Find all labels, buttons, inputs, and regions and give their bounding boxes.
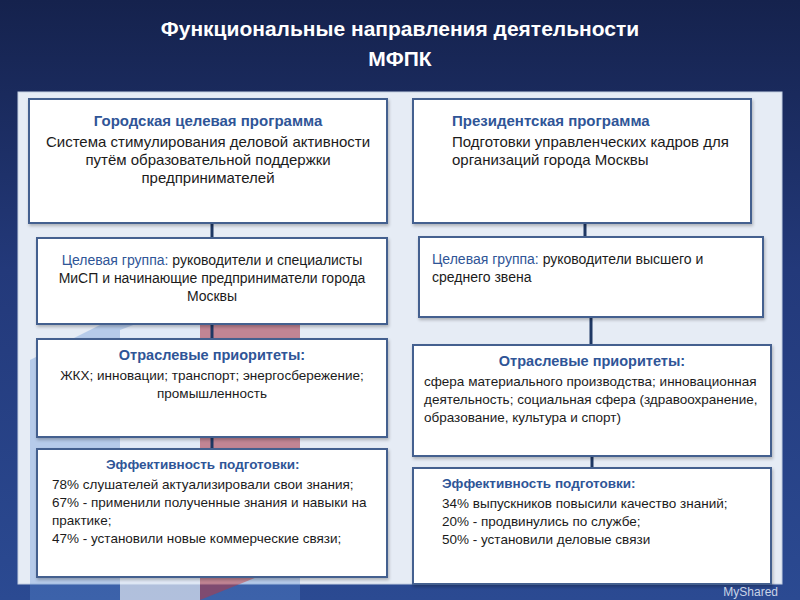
- text-box: Целевая группа: руководители высшего и с…: [418, 236, 764, 318]
- box-body: ЖКХ; инновации; транспорт; энергосбереже…: [48, 367, 376, 403]
- box-body: 67% - применили полученные знания и навы…: [48, 494, 376, 530]
- box-body: 34% выпускников повысили качество знаний…: [424, 495, 760, 513]
- connector-line: [591, 457, 594, 467]
- box-body: 78% слушателей актуализировали свои знан…: [48, 476, 376, 494]
- watermark: MyShared: [723, 585, 778, 600]
- box-heading: Городская целевая программа: [40, 112, 376, 130]
- connector-line: [211, 438, 214, 448]
- box-body: сфера материального производства; иннова…: [424, 373, 760, 427]
- connector-line: [584, 224, 587, 236]
- box-body: Система стимулирования деловой активност…: [40, 133, 376, 187]
- box-body: 20% - продвинулись по службе;: [424, 513, 760, 531]
- box-heading: Президентская программа: [424, 112, 740, 130]
- content-panel: [18, 92, 782, 584]
- box-heading: Целевая группа:: [62, 252, 169, 268]
- text-box: Эффективность подготовки: 34% выпускников…: [412, 467, 772, 585]
- text-box: Отраслевые приоритеты: сфера материальног…: [412, 344, 772, 457]
- connector-line: [211, 325, 214, 338]
- box-heading: Отраслевые приоритеты:: [424, 352, 760, 370]
- text-box: Эффективность подготовки: 78% слушателей …: [36, 448, 388, 578]
- diagram-title: Функциональные направления деятельности …: [130, 14, 670, 74]
- text-box: Городская целевая программаСистема стиму…: [28, 98, 388, 224]
- connector-line: [211, 224, 214, 237]
- box-heading: Отраслевые приоритеты:: [48, 346, 376, 364]
- text-box: Президентская программаПодготовки управл…: [412, 98, 752, 224]
- box-body: 50% - установили деловые связи: [424, 531, 760, 549]
- box-body: 47% - установили новые коммерческие связ…: [48, 530, 376, 548]
- text-box: Отраслевые приоритеты: ЖКХ; инновации; тр…: [36, 338, 388, 438]
- connector-line: [590, 318, 593, 344]
- box-heading: Эффективность подготовки:: [48, 456, 376, 474]
- text-line: Целевая группа: руководители высшего и с…: [430, 244, 752, 292]
- box-body: Подготовки управленческих кадров для орг…: [424, 133, 740, 169]
- text-line: Целевая группа: руководители и специалис…: [48, 245, 376, 311]
- box-heading: Целевая группа:: [432, 251, 539, 267]
- box-heading: Эффективность подготовки:: [424, 475, 760, 493]
- text-box: Целевая группа: руководители и специалис…: [36, 237, 388, 325]
